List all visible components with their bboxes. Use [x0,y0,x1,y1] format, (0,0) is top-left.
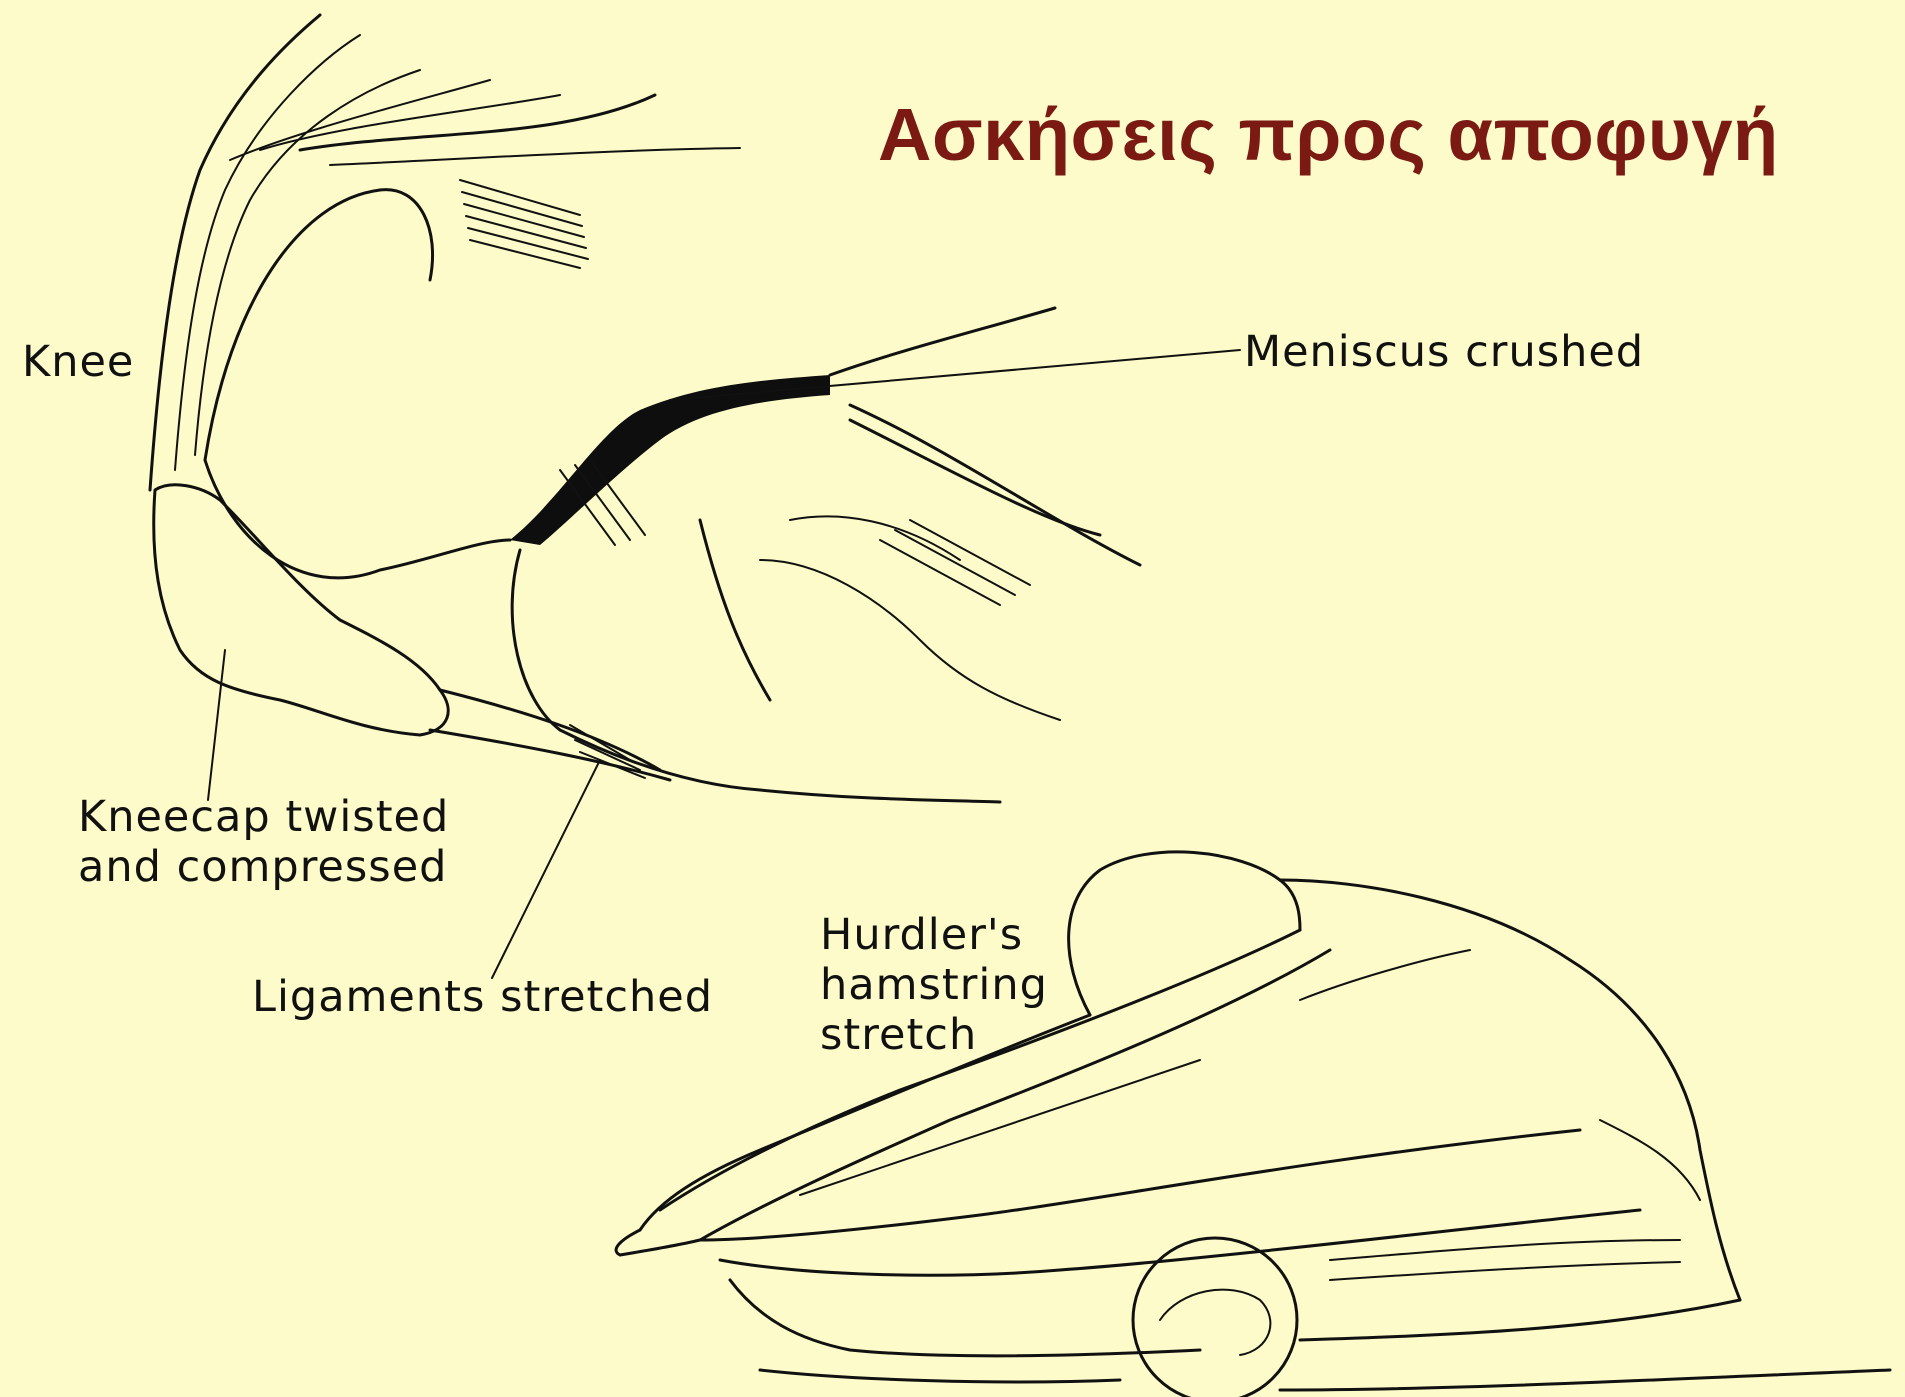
label-ligaments-stretched: Ligaments stretched [252,972,713,1022]
label-knee: Knee [22,337,134,387]
hurdler-figure [616,852,1890,1397]
label-meniscus-crushed: Meniscus crushed [1244,327,1644,377]
slide-title: Ασκήσεις προς αποφυγή [878,92,1779,177]
label-kneecap-twisted: Kneecap twisted and compressed [78,792,449,892]
label-hurdlers-stretch: Hurdler's hamstring stretch [820,910,1048,1060]
